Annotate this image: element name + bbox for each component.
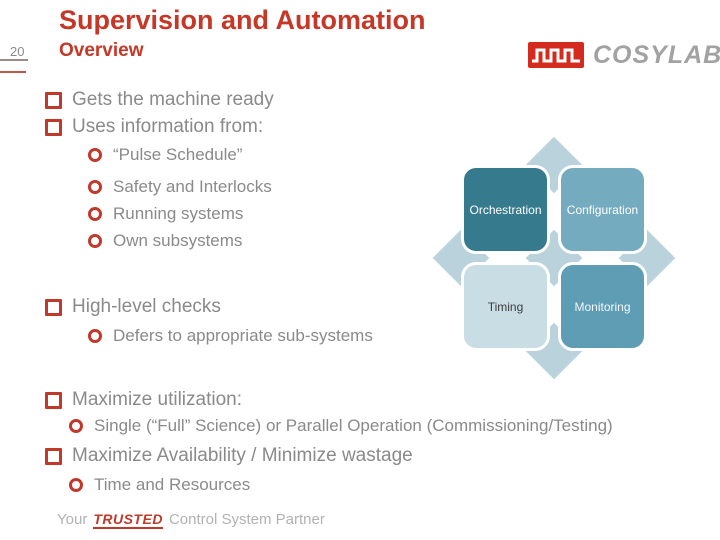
- sub-bullet-item: Own subsystems: [88, 230, 242, 252]
- sub-bullet-item: Time and Resources: [69, 474, 250, 496]
- footer-tagline: Your TRUSTED Control System Partner: [57, 511, 325, 529]
- bullet-text: Gets the machine ready: [72, 89, 274, 110]
- bullet-text: Safety and Interlocks: [113, 177, 272, 196]
- slide-number: 20: [10, 44, 25, 59]
- slide-subtitle: Overview: [59, 40, 144, 61]
- tagline-post: Control System Partner: [168, 511, 325, 528]
- checkbox-bullet-icon: [45, 447, 62, 465]
- bullet-item: Maximize Availability / Minimize wastage: [45, 445, 413, 467]
- bullet-text: Running systems: [113, 204, 244, 223]
- quadrant-orchestration: Orchestration: [461, 165, 550, 254]
- cosylab-wordmark: COSYLAB: [593, 41, 720, 69]
- quadrant-label: Orchestration: [469, 202, 542, 217]
- pulse-wave-icon: [528, 42, 584, 68]
- bullet-text: Own subsystems: [113, 231, 243, 250]
- quadrant-label: Timing: [487, 299, 524, 314]
- slide-number-accent-line: [0, 71, 26, 73]
- checkbox-bullet-icon: [45, 391, 62, 409]
- slide-number-divider: [0, 59, 28, 61]
- tagline-pre: Your: [57, 511, 88, 528]
- quadrant-label: Monitoring: [574, 299, 631, 314]
- bullet-text: Maximize utilization:: [72, 389, 242, 410]
- bullet-item: High-level checks: [45, 296, 221, 318]
- sub-bullet-item: “Pulse Schedule”: [88, 144, 242, 166]
- bullet-text: High-level checks: [72, 296, 221, 317]
- circle-bullet-icon: [69, 478, 83, 492]
- circle-bullet-icon: [69, 419, 83, 433]
- slide-title: Supervision and Automation: [59, 5, 426, 35]
- bullet-text: “Pulse Schedule”: [113, 145, 243, 164]
- sub-bullet-item: Running systems: [88, 203, 243, 225]
- quadrant-diagram: Orchestration Configuration Timing Monit…: [432, 136, 677, 381]
- sub-bullet-item: Single (“Full” Science) or Parallel Oper…: [69, 415, 613, 437]
- circle-bullet-icon: [88, 148, 102, 162]
- quadrant-configuration: Configuration: [558, 165, 647, 254]
- circle-bullet-icon: [88, 207, 102, 221]
- checkbox-bullet-icon: [45, 91, 62, 109]
- bullet-text: Maximize Availability / Minimize wastage: [72, 445, 413, 466]
- sub-bullet-item: Safety and Interlocks: [88, 176, 272, 198]
- bullet-item: Uses information from:: [45, 116, 263, 138]
- tagline-trusted: TRUSTED: [93, 511, 163, 529]
- cosylab-logo: COSYLAB: [528, 42, 720, 68]
- sub-bullet-item: Defers to appropriate sub-systems: [88, 325, 373, 347]
- circle-bullet-icon: [88, 234, 102, 248]
- checkbox-bullet-icon: [45, 118, 62, 136]
- bullet-text: Time and Resources: [94, 475, 251, 494]
- quadrant-label: Configuration: [566, 202, 639, 217]
- quadrant-monitoring: Monitoring: [558, 262, 647, 351]
- checkbox-bullet-icon: [45, 298, 62, 316]
- bullet-text: Defers to appropriate sub-systems: [113, 326, 373, 345]
- quadrant-timing: Timing: [461, 262, 550, 351]
- bullet-item: Maximize utilization:: [45, 389, 242, 411]
- bullet-text: Single (“Full” Science) or Parallel Oper…: [94, 416, 613, 435]
- bullet-item: Gets the machine ready: [45, 89, 274, 111]
- bullet-text: Uses information from:: [72, 116, 264, 137]
- circle-bullet-icon: [88, 180, 102, 194]
- circle-bullet-icon: [88, 329, 102, 343]
